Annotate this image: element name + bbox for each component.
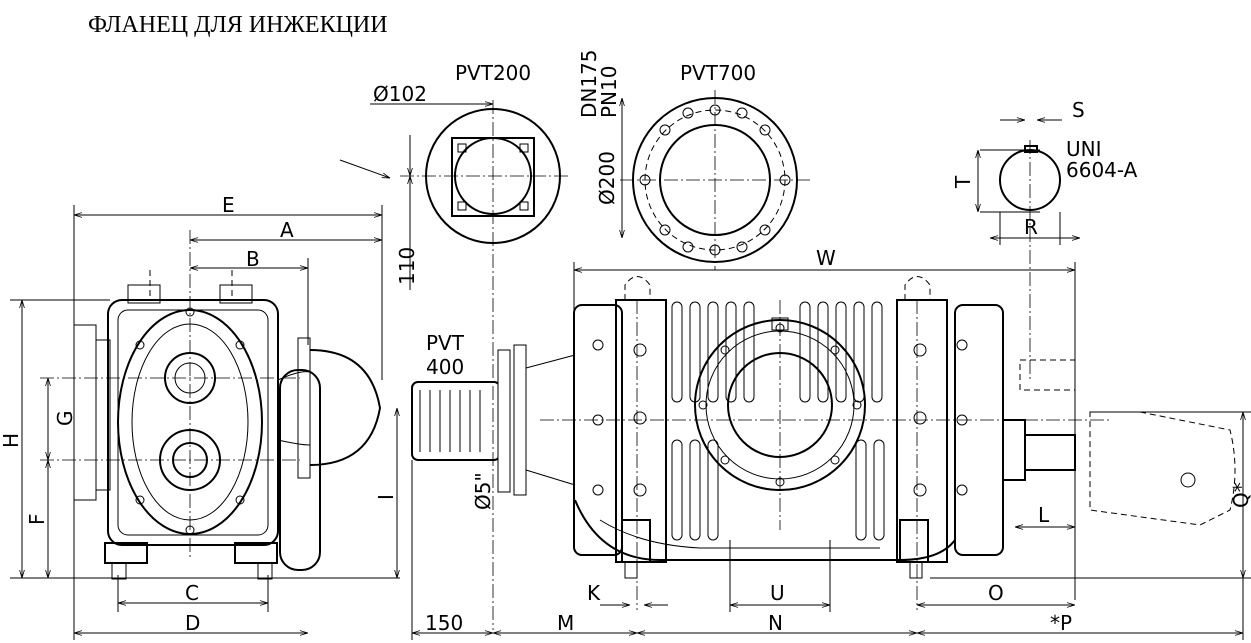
label-pvt-400: 400 [426, 355, 464, 379]
label-dia-200: Ø200 [595, 151, 619, 205]
label-g: G [53, 411, 77, 427]
label-k: K [587, 581, 601, 605]
label-pvt700: PVT700 [680, 61, 756, 85]
label-n: N [768, 611, 783, 635]
label-c: C [185, 581, 199, 605]
label-pn10: PN10 [597, 66, 621, 118]
label-t: T [951, 175, 975, 189]
label-110: 110 [395, 247, 419, 285]
label-d: D [185, 611, 200, 635]
cooling-fins [671, 301, 885, 541]
label-pvt200: PVT200 [455, 61, 531, 85]
left-dimensions [10, 205, 400, 640]
pump-end-view [40, 230, 382, 580]
label-f: F [25, 513, 49, 525]
label-dn175: DN175 [577, 49, 601, 118]
label-l: L [1038, 503, 1050, 527]
label-uni: UNI [1066, 137, 1102, 161]
label-m: M [557, 611, 574, 635]
side-dimensions [411, 262, 1251, 640]
label-q: Q* [1229, 482, 1251, 508]
label-uni-code: 6604-A [1066, 158, 1138, 182]
label-150: 150 [425, 611, 463, 635]
label-dia-102: Ø102 [373, 82, 427, 106]
label-i: I [374, 494, 398, 500]
label-a: A [280, 218, 294, 242]
label-w: W [816, 246, 836, 270]
label-s: S [1072, 98, 1085, 122]
label-h: H [0, 433, 23, 448]
shaft-key-detail [978, 120, 1080, 380]
label-b: B [246, 247, 260, 271]
pump-side-view [411, 276, 1236, 610]
label-e: E [222, 193, 235, 217]
flange-pvt200-view [339, 100, 570, 630]
bolt-holes [639, 104, 791, 256]
label-u: U [770, 581, 785, 605]
label-dia-5in: Ø5" [471, 472, 495, 510]
page-title: ФЛАНЕЦ ДЛЯ ИНЖЕКЦИИ [88, 12, 388, 38]
flange-pvt700-view [620, 90, 810, 270]
label-p: *P [1050, 611, 1072, 635]
label-r: R [1024, 215, 1038, 239]
label-o: O [988, 581, 1004, 605]
label-pvt: PVT [426, 331, 465, 355]
